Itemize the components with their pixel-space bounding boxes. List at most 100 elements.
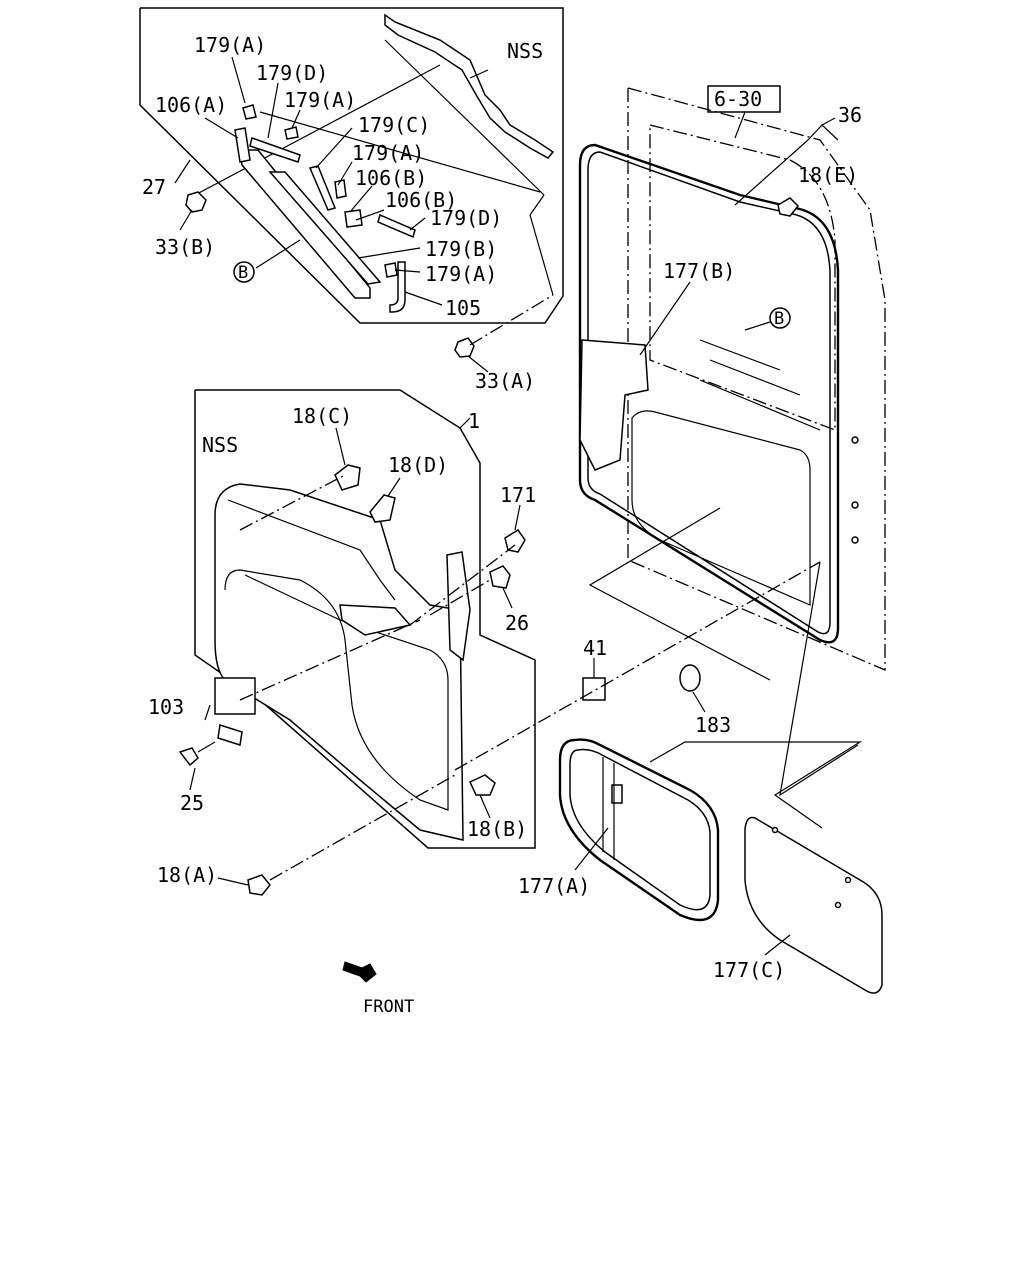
leader (174, 159, 191, 184)
leader (764, 934, 791, 956)
leader (255, 239, 301, 269)
label-18a: 18(A) (157, 863, 217, 887)
clip-18e (777, 197, 800, 217)
part-106a (234, 127, 251, 163)
bracket-36 (807, 124, 839, 141)
label-33a: 33(A) (475, 369, 535, 393)
perspective-line (588, 507, 771, 681)
seal-catch (611, 784, 623, 804)
door-panel-line (649, 124, 836, 431)
leader (335, 427, 346, 466)
label-106b: 106(B) (385, 188, 457, 212)
center-line (454, 561, 821, 771)
panel-hole (771, 826, 779, 834)
leader (394, 269, 421, 273)
leader (197, 741, 216, 753)
seal-177a-inner (569, 748, 711, 911)
front-indicator: FRONT (342, 961, 414, 1017)
label-36: 36 (838, 103, 862, 127)
ring-183 (679, 664, 701, 692)
door-line (699, 339, 781, 371)
leader (734, 111, 746, 139)
label-179a: 179(A) (352, 141, 424, 165)
front-label: FRONT (363, 997, 414, 1017)
center-line (239, 474, 346, 531)
label-1: 1 (468, 409, 480, 433)
circle-b-ref (233, 261, 255, 283)
label-103: 103 (148, 695, 184, 719)
label-183: 183 (695, 713, 731, 737)
rear-door: 6-30 36 18(E) 177(B) B (578, 85, 886, 797)
armrest (339, 604, 412, 636)
panel-177c (744, 816, 883, 994)
label-105: 105 (445, 296, 481, 320)
label-179a: 179(A) (194, 33, 266, 57)
leader (189, 767, 196, 791)
leader (744, 321, 771, 331)
label-179d: 179(D) (430, 206, 502, 230)
center-line (239, 619, 421, 701)
center-line (409, 544, 516, 626)
center-line (429, 579, 491, 616)
label-179c: 179(C) (358, 113, 430, 137)
label-179a: 179(A) (425, 262, 497, 286)
leader (502, 587, 513, 609)
clip-33b (185, 191, 207, 213)
clip-179a-3 (334, 179, 347, 199)
bracket-18d (369, 494, 396, 523)
inset-line (529, 214, 554, 296)
label-41: 41 (583, 636, 607, 660)
leader (179, 209, 193, 231)
leader (355, 209, 385, 221)
ref-box (707, 85, 781, 113)
label-25: 25 (180, 791, 204, 815)
label-179a: 179(A) (284, 88, 356, 112)
perspective-line (779, 561, 859, 797)
pillar-trim (446, 551, 471, 662)
door-hole (851, 501, 859, 509)
weatherstrip-strip (268, 171, 382, 285)
leader (204, 117, 239, 139)
part-106b (344, 209, 363, 228)
bracket-103-plate (217, 724, 243, 746)
label-18e: 18(E) (798, 163, 858, 187)
bracket-103 (214, 677, 256, 715)
seal-177a (558, 738, 720, 922)
fastener-18c (334, 464, 361, 491)
trim-inner-line (224, 569, 449, 811)
label-106a: 106(A) (155, 93, 227, 117)
ref-box-label: 6-30 (714, 87, 762, 111)
fastener-18b (469, 774, 496, 796)
leader (469, 69, 489, 79)
leader (357, 247, 421, 259)
circle-b-text: B (238, 263, 248, 283)
leader (387, 477, 401, 497)
part-105 (389, 261, 406, 313)
label-177c: 177(C) (713, 958, 785, 982)
clip-179a-1 (242, 104, 257, 120)
top-inset: B 179(A) 179(D) 179(A) 106(A) 179(C) 179… (139, 7, 564, 324)
panel-hole (834, 901, 842, 909)
leader (315, 127, 353, 169)
clip-179a-2 (284, 126, 299, 140)
weatherstrip-179b (239, 149, 371, 299)
clip-41 (582, 677, 606, 701)
panel-hole (844, 876, 852, 884)
label-106b: 106(B) (355, 166, 427, 190)
circle-b-text: B (774, 309, 784, 329)
leader (337, 161, 353, 186)
leader (409, 217, 426, 231)
leader (821, 117, 836, 126)
center-line (469, 294, 554, 346)
leader (734, 139, 809, 206)
inset-line (194, 64, 441, 196)
leader (349, 185, 373, 213)
leader (459, 417, 471, 429)
top-inset-frame (139, 7, 564, 324)
label-33b: 33(B) (155, 235, 215, 259)
label-18b: 18(B) (467, 817, 527, 841)
label-177a: 177(A) (518, 874, 590, 898)
seal-block (579, 339, 649, 471)
label-26: 26 (505, 611, 529, 635)
